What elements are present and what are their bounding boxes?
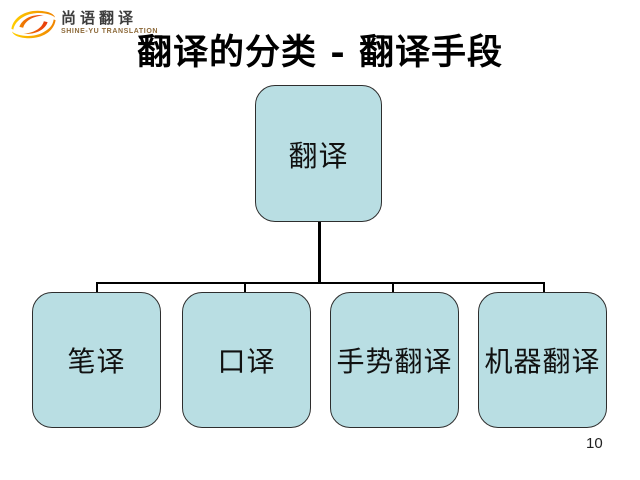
logo-company-name-cn: 尚语翻译 — [61, 10, 138, 27]
slide-title: 翻译的分类 - 翻译手段 — [137, 32, 503, 73]
tree-node-label: 笔译 — [67, 345, 126, 378]
connector-root-vertical — [318, 221, 321, 283]
company-logo: 尚语翻译 SHINE-YU TRANSLATION — [10, 7, 158, 42]
tree-node-child-4[interactable]: 机器翻译 — [478, 292, 607, 428]
page-number: 10 — [586, 435, 603, 452]
tree-node-root[interactable]: 翻译 — [255, 85, 382, 222]
tree-node-child-3[interactable]: 手势翻译 — [330, 292, 459, 428]
connector-stub — [244, 282, 246, 293]
logo-company-name-en: SHINE-YU TRANSLATION — [61, 28, 159, 35]
connector-stub — [96, 282, 98, 293]
tree-node-label: 机器翻译 — [484, 345, 601, 378]
logo-text-block: 尚语翻译 SHINE-YU TRANSLATION — [61, 7, 158, 36]
tree-node-label: 口译 — [217, 345, 276, 378]
connector-horizontal — [96, 282, 545, 284]
tree-node-child-1[interactable]: 笔译 — [32, 292, 161, 428]
connector-stub — [543, 282, 545, 293]
tree-node-label: 手势翻译 — [336, 345, 453, 378]
swirl-logo-icon — [11, 10, 56, 39]
connector-stub — [392, 282, 394, 293]
tree-node-label: 翻译 — [288, 138, 349, 173]
tree-node-child-2[interactable]: 口译 — [182, 292, 311, 428]
